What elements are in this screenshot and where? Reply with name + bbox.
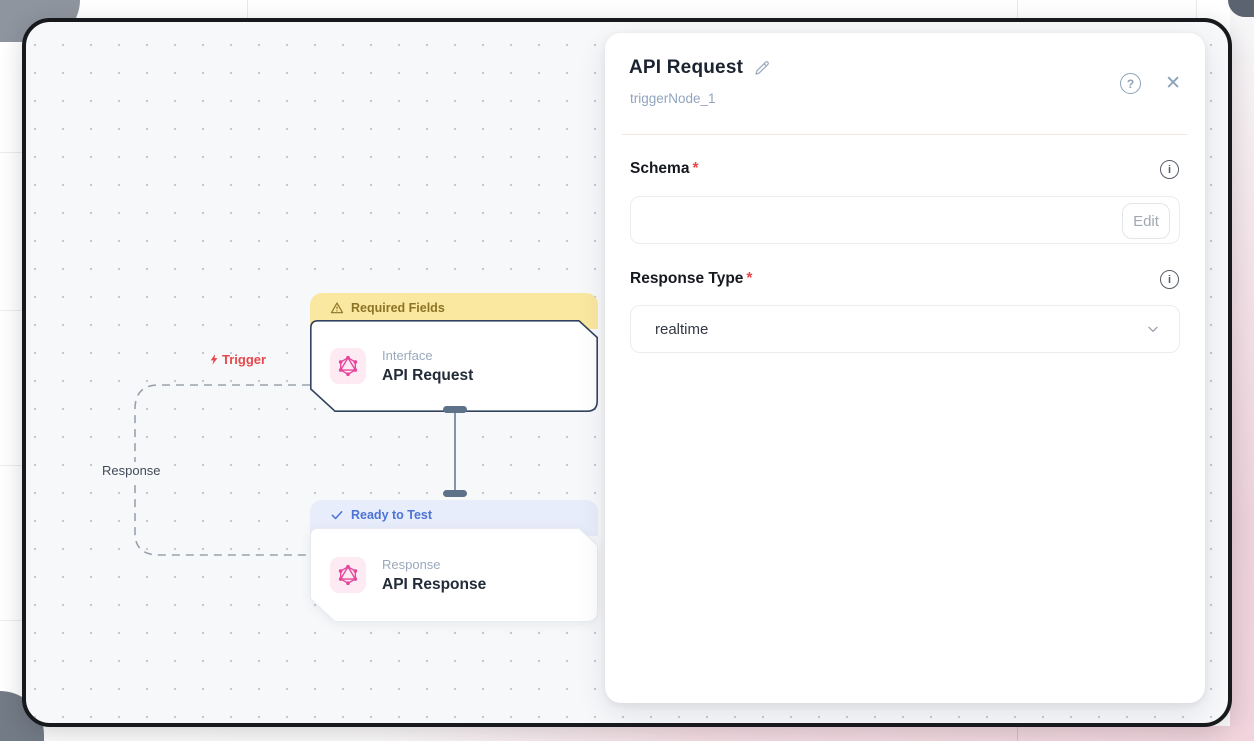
trigger-edge-label: Trigger (208, 352, 266, 367)
node-title: API Response (382, 575, 487, 593)
node-shape (310, 320, 598, 412)
schema-info-icon[interactable]: i (1160, 160, 1179, 179)
response-edge[interactable] (26, 22, 626, 722)
schema-edit-button[interactable]: Edit (1122, 203, 1170, 239)
background-gradient (1230, 0, 1254, 741)
schema-field-label: Schema* (630, 160, 699, 177)
graphql-icon (330, 557, 366, 593)
close-icon[interactable]: ✕ (1165, 73, 1181, 94)
response-type-value: realtime (655, 320, 709, 338)
background-artifact (0, 310, 22, 311)
graphql-icon (330, 348, 366, 384)
required-asterisk: * (692, 160, 699, 177)
warning-icon (330, 301, 344, 313)
lightning-icon (210, 354, 218, 365)
background-strip (0, 726, 1254, 741)
banner-text: Required Fields (351, 300, 445, 315)
background-artifact (1196, 0, 1197, 18)
response-type-info-icon[interactable]: i (1160, 270, 1179, 289)
schema-editor-field[interactable]: Edit (630, 196, 1180, 244)
source-handle[interactable] (443, 406, 467, 413)
required-asterisk: * (746, 270, 753, 287)
node-title: API Request (382, 366, 474, 384)
panel-title: API Request (629, 57, 744, 78)
background-artifact (1017, 0, 1018, 18)
node-category: Response (382, 556, 441, 572)
node-shape (310, 528, 598, 622)
background-artifact (247, 0, 248, 18)
node-properties-panel: API Request triggerNode_1 ? ✕ Schema* i … (605, 33, 1205, 703)
help-icon[interactable]: ? (1120, 73, 1142, 94)
edit-title-pencil-icon[interactable] (753, 59, 771, 77)
node-id-label: triggerNode_1 (630, 91, 716, 106)
response-type-select[interactable]: realtime (630, 305, 1180, 353)
target-handle[interactable] (443, 490, 467, 497)
background-artifact (1017, 727, 1018, 741)
background-artifact (0, 152, 22, 153)
check-icon (331, 510, 343, 519)
banner-text: Ready to Test (351, 507, 433, 522)
background-artifact (0, 465, 22, 466)
node-api-request[interactable]: Interface API Request (310, 320, 598, 412)
response-type-field-label: Response Type* (630, 270, 753, 287)
background-artifact (0, 620, 22, 621)
response-edge-label: Response (98, 462, 165, 479)
chevron-down-icon (1148, 326, 1158, 332)
node-category: Interface (382, 347, 433, 363)
background-corner-shape (1228, 0, 1254, 17)
node-connection-line (454, 408, 456, 494)
divider (622, 134, 1188, 135)
flow-editor-window: Trigger Response Required Fields (22, 18, 1232, 727)
trigger-edge-text: Trigger (222, 352, 267, 367)
flow-canvas[interactable]: Trigger Response Required Fields (26, 22, 1228, 723)
node-api-response[interactable]: Response API Response (310, 528, 598, 622)
